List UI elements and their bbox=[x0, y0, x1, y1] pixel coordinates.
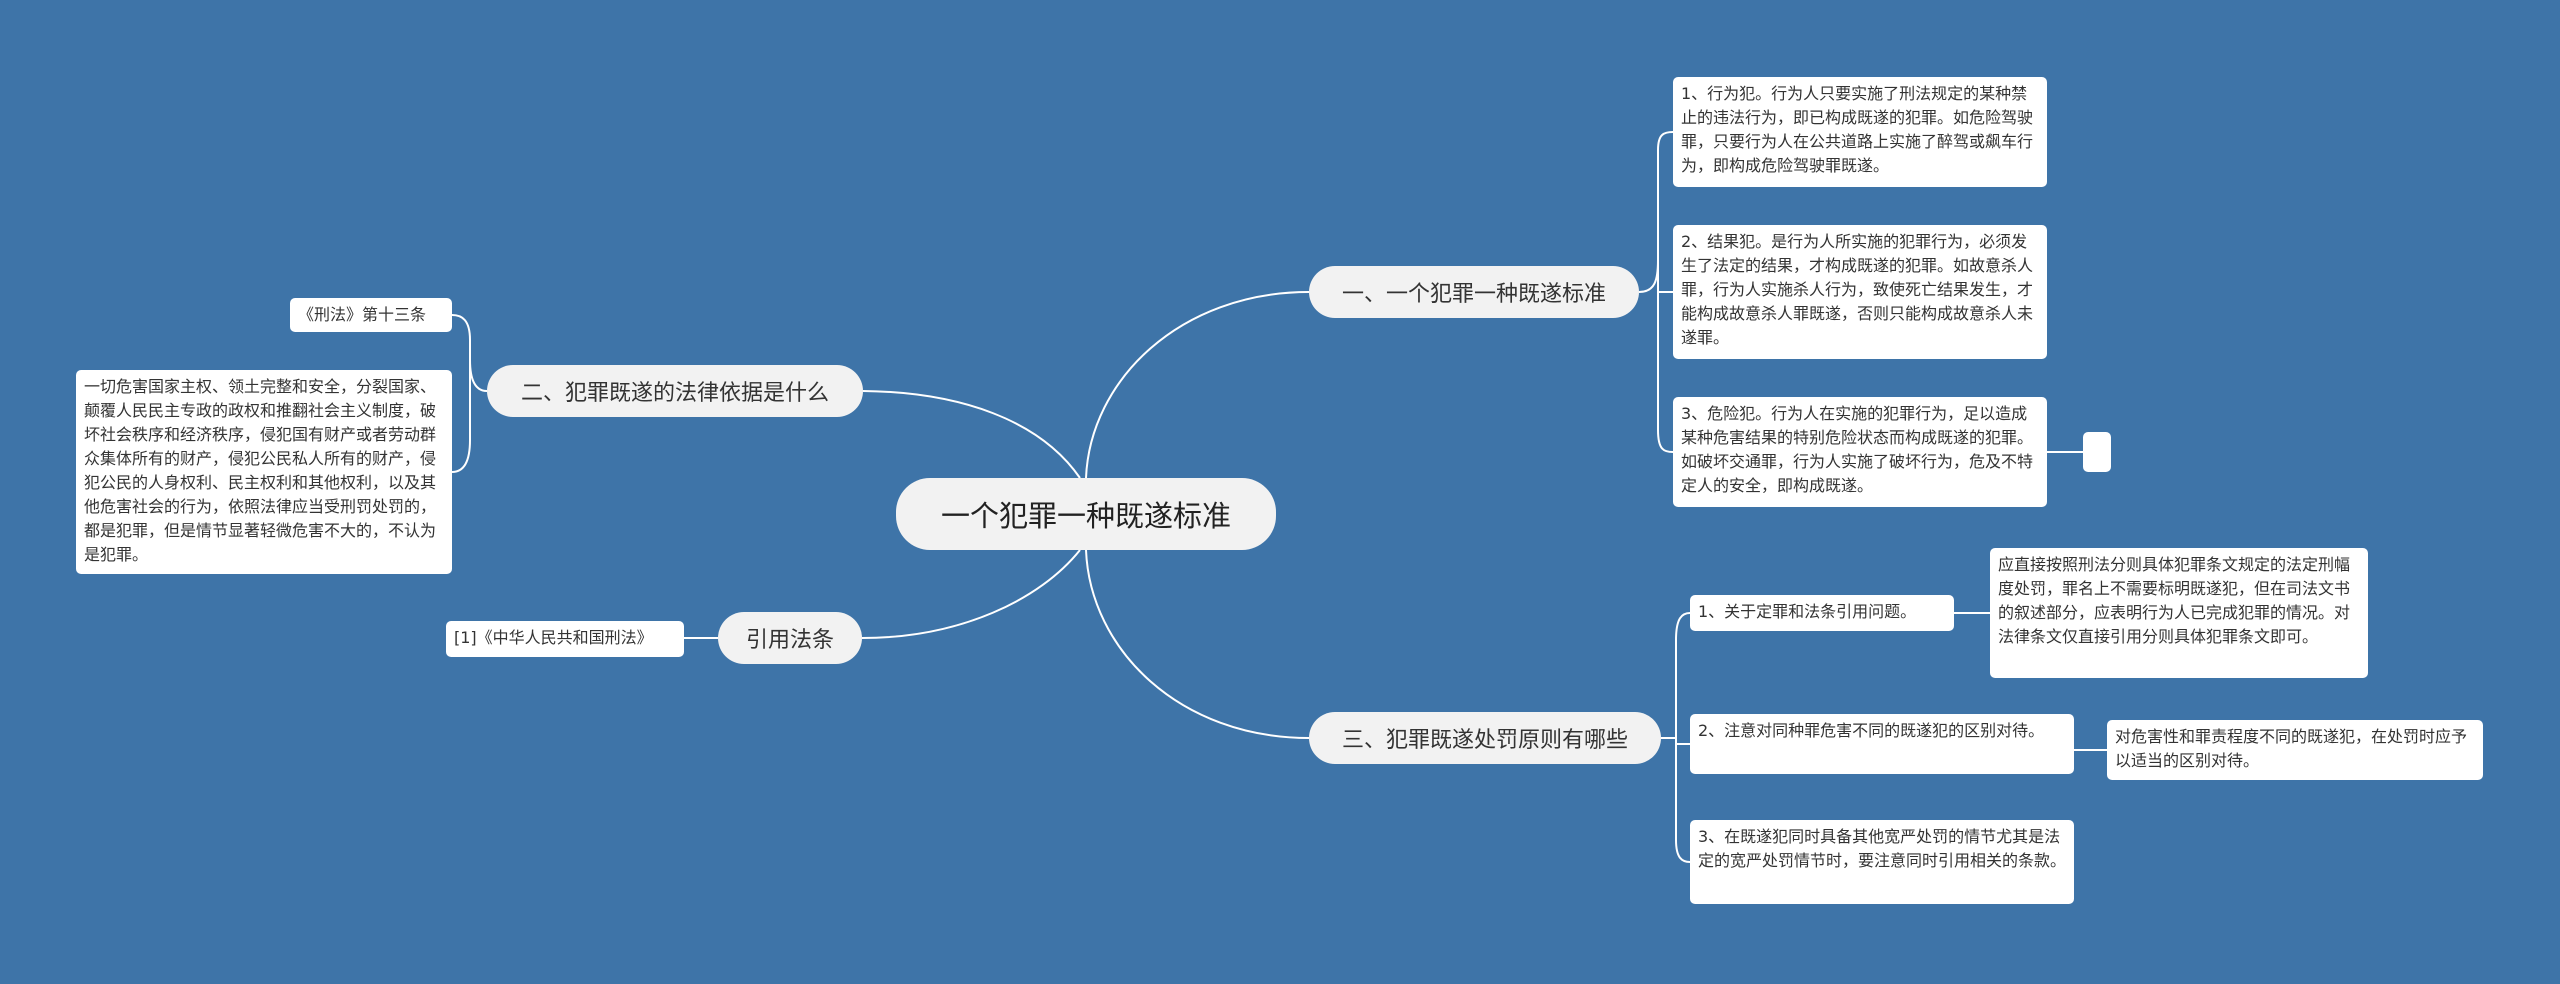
leaf-conviction-citation[interactable]: 1、关于定罪和法条引用问题。 bbox=[1690, 595, 1954, 631]
leaf-conviction-citation-detail[interactable]: 应直接按照刑法分则具体犯罪条文规定的法定刑幅度处罚，罪名上不需要标明既遂犯，但在… bbox=[1990, 548, 2368, 678]
root-topic[interactable]: 一个犯罪一种既遂标准 bbox=[896, 478, 1276, 550]
link-b2-trunk bbox=[469, 359, 488, 392]
link-b1-leaf-3 bbox=[1657, 429, 1674, 453]
branch-legal-basis[interactable]: 二、犯罪既遂的法律依据是什么 bbox=[487, 365, 863, 417]
link-b2-leaf-1 bbox=[451, 314, 471, 341]
branch-one-crime-one-standard[interactable]: 一、一个犯罪一种既遂标准 bbox=[1309, 266, 1639, 318]
leaf-result-offense[interactable]: 2、结果犯。是行为人所实施的犯罪行为，必须发生了法定的结果，才构成既遂的犯罪。如… bbox=[1673, 225, 2047, 359]
branch-punishment-principles[interactable]: 三、犯罪既遂处罚原则有哪些 bbox=[1309, 712, 1661, 764]
link-root-branch-3 bbox=[861, 549, 1081, 639]
leaf-danger-offense[interactable]: 3、危险犯。行为人在实施的犯罪行为，足以造成某种危害结果的特别危险状态而构成既遂… bbox=[1673, 397, 2047, 507]
link-root-branch-1 bbox=[1085, 291, 1310, 479]
leaf-differential-treatment-detail[interactable]: 对危害性和罪责程度不同的既遂犯，在处罚时应予以适当的区别对待。 bbox=[2107, 720, 2483, 780]
leaf-concurrent-circumstances[interactable]: 3、在既遂犯同时具备其他宽严处罚的情节尤其是法定的宽严处罚情节时，要注意同时引用… bbox=[1690, 820, 2074, 904]
link-b1-leaf-1 bbox=[1657, 131, 1674, 151]
link-b2-leaf-2 bbox=[451, 439, 471, 473]
leaf-empty-note[interactable] bbox=[2083, 432, 2111, 472]
link-b4-leaf-3 bbox=[1675, 839, 1691, 863]
link-b1-trunk bbox=[1638, 259, 1659, 293]
leaf-criminal-law-reference[interactable]: [1]《中华人民共和国刑法》 bbox=[446, 621, 684, 657]
link-root-branch-2 bbox=[862, 390, 1081, 479]
link-root-branch-4 bbox=[1085, 549, 1310, 739]
link-b4-leaf-1 bbox=[1675, 612, 1691, 641]
leaf-article-13-text[interactable]: 一切危害国家主权、领土完整和安全，分裂国家、颠覆人民民主专政的政权和推翻社会主义… bbox=[76, 370, 452, 574]
branch-cited-statutes[interactable]: 引用法条 bbox=[718, 612, 862, 664]
leaf-differential-treatment[interactable]: 2、注意对同种罪危害不同的既遂犯的区别对待。 bbox=[1690, 714, 2074, 774]
leaf-criminal-law-article-13[interactable]: 《刑法》第十三条 bbox=[290, 298, 452, 332]
leaf-conduct-offense[interactable]: 1、行为犯。行为人只要实施了刑法规定的某种禁止的违法行为，即已构成既遂的犯罪。如… bbox=[1673, 77, 2047, 187]
